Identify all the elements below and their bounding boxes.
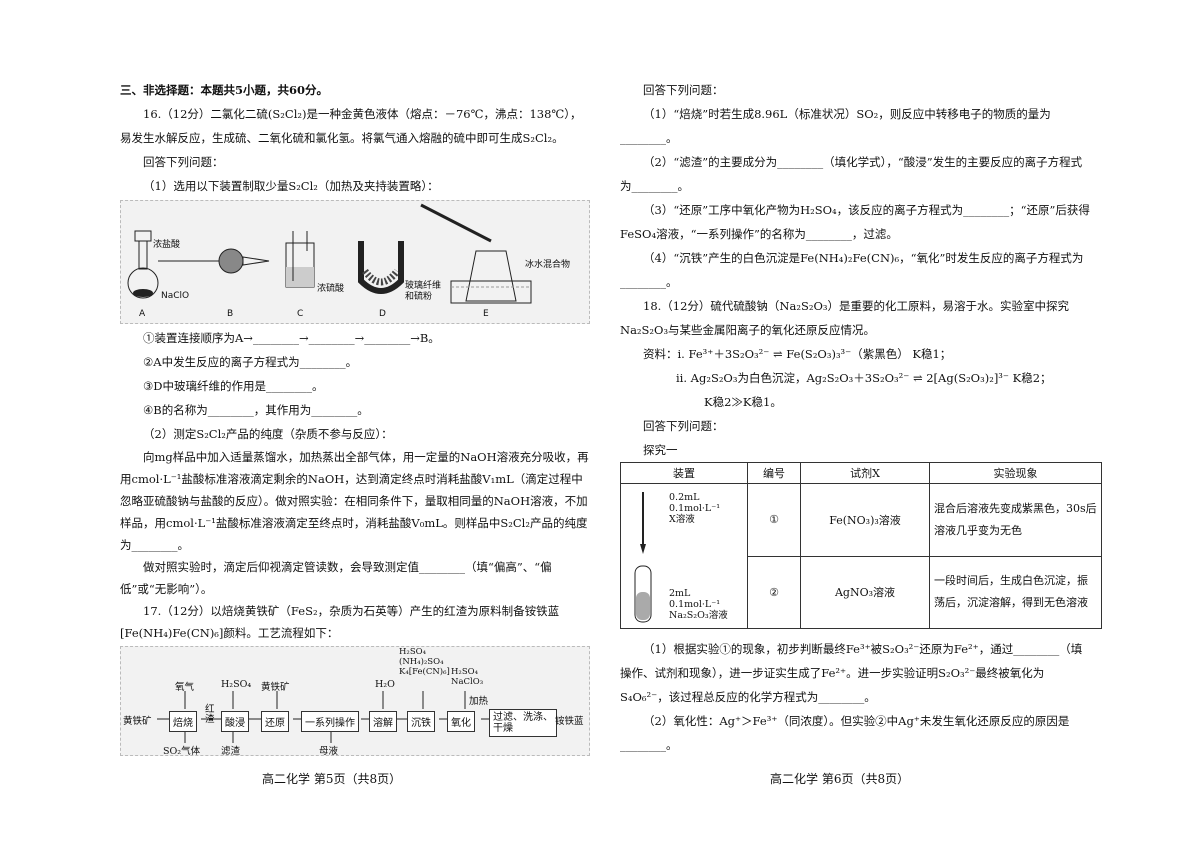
flow-ops: 一系列操作	[301, 711, 359, 732]
answer-prompt: 回答下列问题：	[143, 155, 224, 169]
answer-prompt-right: 回答下列问题：	[643, 83, 724, 97]
flow-red-slag: 红渣	[205, 704, 215, 725]
conc-h2so4-label: 浓硫酸	[317, 284, 345, 294]
answer-prompt-right-2: 回答下列问题：	[643, 419, 724, 433]
naclo-label: NaClO	[161, 291, 190, 301]
q16-1c: ③D中玻璃纤维的作用是________。	[143, 379, 324, 393]
flow-h2o: H₂O	[375, 679, 395, 690]
q17-4: （4）“沉铁”产生的白色沉淀是Fe(NH₄)₂Fe(CN)₆，“氧化”时发生反应…	[620, 251, 1084, 289]
row1-phenomenon: 混合后溶液先变成紫黑色，30s后溶液几乎变为无色	[929, 483, 1102, 557]
label-d: D	[379, 309, 386, 319]
flow-roast: 焙烧	[169, 711, 197, 732]
info-2: ⅱ. Ag₂S₂O₃为白色沉淀，Ag₂S₂O₃＋3S₂O₃²⁻ ⇌ 2[Ag(S…	[676, 371, 1052, 385]
q16-1b: ②A中发生反应的离子方程式为________。	[143, 355, 358, 369]
left-page: 三、非选择题：本题共5小题，共60分。 16.（12分）二氯化二硫(S₂Cl₂)…	[120, 78, 590, 757]
q16-part1: （1）选用以下装置制取少量S₂Cl₂（加热及夹持装置略）：	[143, 179, 439, 193]
glass-fiber-label: 玻璃纤维 和硫粉	[405, 281, 442, 302]
flow-filter: 过滤、洗涤、 干燥	[489, 709, 557, 737]
table-row: ② AgNO₃溶液 一段时间后，生成白色沉淀，振荡后，沉淀溶解，得到无色溶液	[621, 555, 1102, 629]
table-header-row: 装置 编号 试剂X 实验现象	[620, 462, 1102, 484]
flow-ox-reagents: H₂SO₄ NaClO₃	[451, 667, 484, 687]
footer-left: 高二化学 第5页（共8页）	[262, 772, 402, 786]
label-c: C	[297, 309, 304, 319]
label-a: A	[139, 309, 146, 319]
right-page: 回答下列问题： （1）“焙烧”时若生成8.96L（标准状况）SO₂，则反应中转移…	[620, 78, 1102, 757]
flow-oxygen: 氧气	[175, 682, 195, 693]
flow-heat: 加热	[469, 696, 489, 707]
q17-1: （1）“焙烧”时若生成8.96L（标准状况）SO₂，则反应中转移电子的物质的量为…	[620, 107, 1051, 145]
experiment-table: 装置 编号 试剂X 实验现象 0.2mL 0.1mol·L⁻¹ X溶液 2mL …	[620, 462, 1102, 629]
flow-chart: 黄铁矿 氧气 焙烧 SO₂气体 红渣 H₂SO₄ 酸浸 滤渣 黄铁矿 还原 一系…	[120, 646, 590, 757]
q18-2: （2）氧化性：Ag⁺＞Fe³⁺（同浓度）。但实验②中Ag⁺未发生氧化还原反应的原…	[620, 714, 1070, 752]
th-apparatus: 装置	[620, 462, 748, 484]
footer-right: 高二化学 第6页（共8页）	[770, 772, 910, 786]
label-b: B	[227, 309, 234, 319]
q16-2-extra: 做对照实验时，滴定后仰视滴定管读数，会导致测定值________（填“偏高”、“…	[120, 560, 552, 596]
row2-number: ②	[747, 555, 801, 629]
q18-intro: 18.（12分）硫代硫酸钠（Na₂S₂O₃）是重要的化工原料，易溶于水。实验室中…	[620, 299, 1069, 337]
q17-3: （3）“还原”工序中氧化产物为H₂SO₄，该反应的离子方程式为________；…	[620, 203, 1090, 241]
conc-hcl-label: 浓盐酸	[153, 240, 181, 250]
flow-input: 黄铁矿	[123, 716, 152, 727]
th-number: 编号	[747, 462, 801, 484]
test-tube-drawing	[634, 492, 652, 623]
tube-top-label: 0.2mL 0.1mol·L⁻¹ X溶液	[669, 492, 721, 525]
apparatus-figure: 浓盐酸 NaClO 浓硫酸 玻璃纤维 和硫粉 冰水混合物 A B C D E	[120, 200, 590, 324]
ice-water-label: 冰水混合物	[525, 260, 571, 270]
q16-2-body: 向mg样品中加入适量蒸馏水，加热蒸出全部气体，用一定量的NaOH溶液充分吸收，再…	[120, 450, 589, 552]
q16-intro: 16.（12分）二氯化二硫(S₂Cl₂)是一种金黄色液体（熔点：－76℃，沸点：…	[120, 107, 582, 145]
table-row: 0.2mL 0.1mol·L⁻¹ X溶液 2mL 0.1mol·L⁻¹ Na₂S…	[620, 483, 1102, 629]
apparatus-drawing	[127, 203, 532, 304]
q16-1d: ④B的名称为________，其作用为________。	[143, 403, 369, 417]
tube-cell: 0.2mL 0.1mol·L⁻¹ X溶液 2mL 0.1mol·L⁻¹ Na₂S…	[620, 483, 748, 629]
q17-2: （2）“滤渣”的主要成分为________（填化学式），“酸浸”发生的主要反应的…	[620, 155, 1083, 193]
flow-product: 铵铁蓝	[555, 716, 584, 727]
th-phenomenon: 实验现象	[929, 462, 1102, 484]
flow-arrows	[157, 691, 555, 743]
tube-bottom-label: 2mL 0.1mol·L⁻¹ Na₂S₂O₃溶液	[669, 588, 728, 621]
row2-reagent: AgNO₃溶液	[800, 555, 930, 629]
explore-label: 探究一	[643, 443, 678, 457]
q16-1a: ①装置连接顺序为A→________→________→________→B。	[143, 331, 440, 345]
row2-phenomenon: 一段时间后，生成白色沉淀，振荡后，沉淀溶解，得到无色溶液	[929, 555, 1102, 629]
label-e: E	[483, 309, 489, 319]
flow-precip: 沉铁	[407, 711, 435, 732]
info-3: K稳2≫K稳1。	[704, 395, 782, 409]
info-1: 资料：ⅰ. Fe³⁺＋3S₂O₃²⁻ ⇌ Fe(S₂O₃)₃³⁻（紫黑色） K稳…	[643, 347, 952, 361]
flow-pyrite: 黄铁矿	[261, 682, 290, 693]
flow-dissolve: 溶解	[369, 711, 397, 732]
q16-part2: （2）测定S₂Cl₂产品的纯度（杂质不参与反应）：	[143, 427, 393, 441]
row1-number: ①	[747, 483, 801, 557]
flow-precip-reagents: H₂SO₄ (NH₄)₂SO₄ K₄[Fe(CN)₆]	[399, 647, 450, 677]
q18-1: （1）根据实验①的现象，初步判断最终Fe³⁺被S₂O₃²⁻还原为Fe²⁺，通过_…	[620, 642, 1083, 704]
flow-mother-liquor: 母液	[319, 746, 339, 757]
flow-residue: 滤渣	[221, 746, 241, 757]
row1-reagent: Fe(NO₃)₃溶液	[800, 483, 930, 557]
flow-oxidize: 氧化	[447, 711, 475, 732]
flow-h2so4: H₂SO₄	[221, 679, 252, 690]
section-header: 三、非选择题：本题共5小题，共60分。	[120, 83, 329, 97]
flow-acid-leach: 酸浸	[221, 711, 249, 732]
q17-intro: 17.（12分）以焙烧黄铁矿（FeS₂，杂质为石英等）产生的红渣为原料制备铵铁蓝…	[120, 604, 560, 640]
th-reagent: 试剂X	[800, 462, 930, 484]
flow-so2: SO₂气体	[163, 746, 201, 757]
flow-reduce: 还原	[261, 711, 289, 732]
